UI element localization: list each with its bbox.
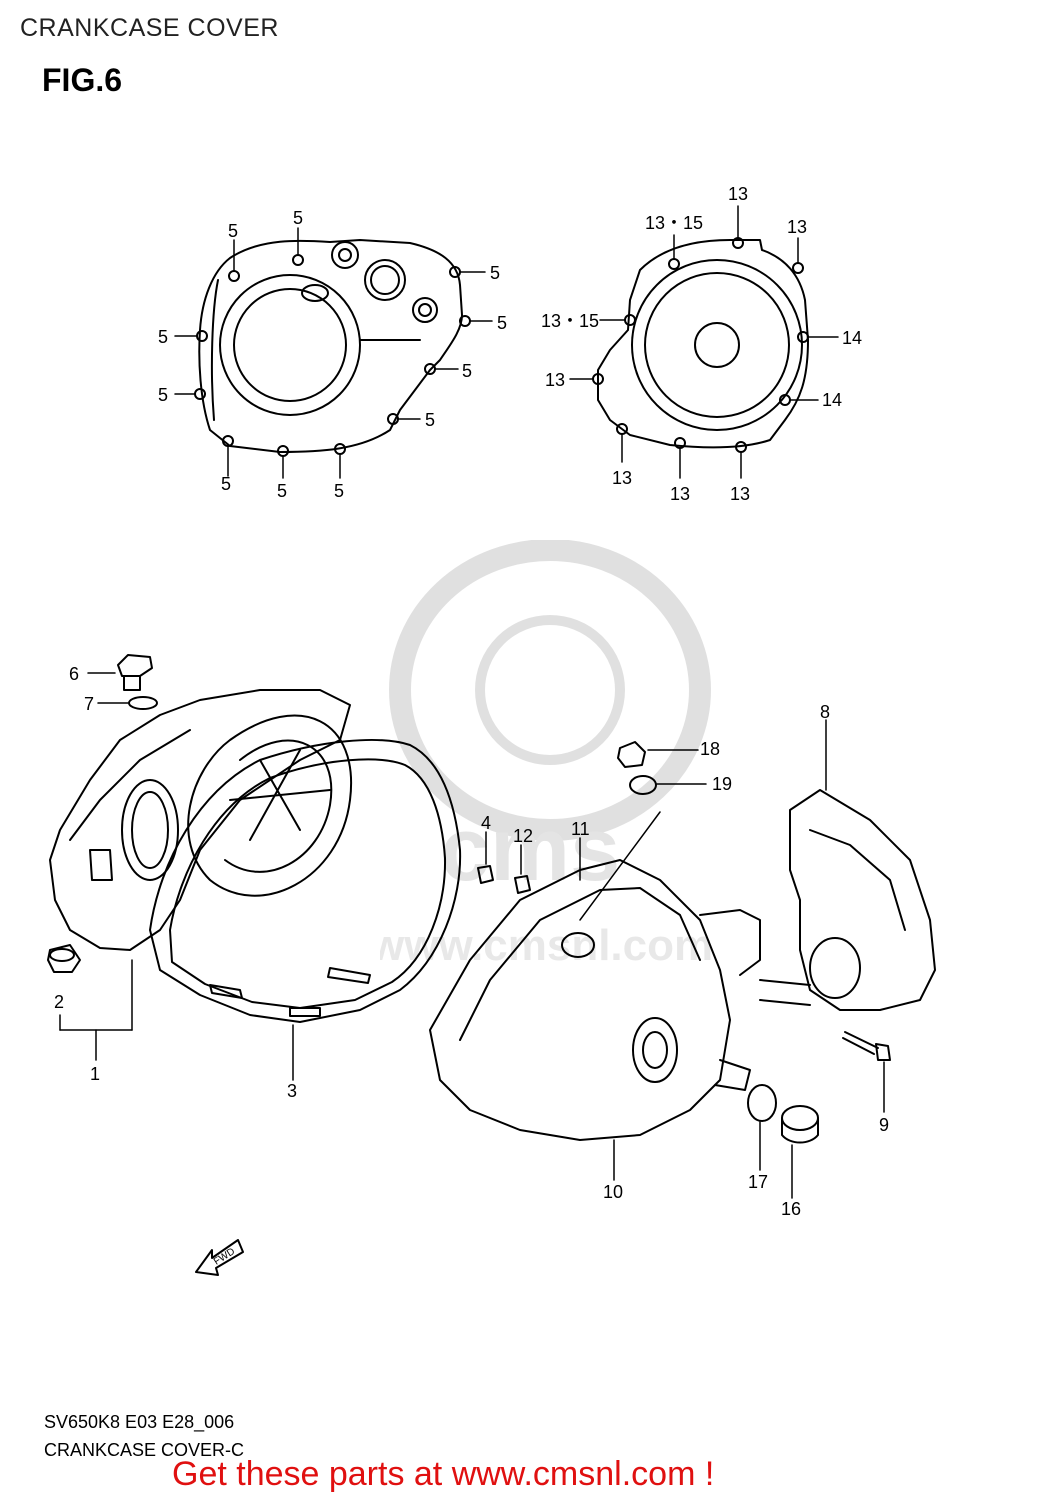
o-ring-17 (747, 1084, 777, 1122)
callout-5: 5 (158, 327, 168, 347)
callout-4: 4 (481, 813, 491, 833)
forward-direction-arrow (195, 1239, 244, 1276)
callout-13: 13 (670, 484, 690, 504)
watermark-url: www.cmsnl.com (380, 921, 713, 970)
plug-2 (47, 944, 81, 973)
dowel-pin-12 (514, 875, 531, 894)
callout-6: 6 (69, 664, 79, 684)
dowel-pin-4 (477, 865, 494, 884)
figure-number: FIG.6 (42, 62, 123, 98)
callout-labels: 5 5 5 5 5 5 5 5 5 5 5 13 13・15 13 13・15 … (54, 184, 889, 1268)
plug-cap-16 (781, 1105, 819, 1144)
callout-7: 7 (84, 694, 94, 714)
callout-11: 11 (571, 819, 590, 839)
callout-14: 14 (822, 390, 842, 410)
bolt-part-9 (842, 1031, 891, 1061)
callout-5: 5 (293, 208, 303, 228)
callout-13: 13 (730, 484, 750, 504)
callout-13: 13 (545, 370, 565, 390)
callout-12: 12 (513, 826, 533, 846)
callout-13: 13 (612, 468, 632, 488)
callout-17: 17 (748, 1172, 768, 1192)
leader-lines-lower (59, 672, 885, 1199)
clutch-cover-gasket-outline (198, 239, 463, 453)
callout-13-15: 13・15 (645, 213, 703, 233)
callout-13: 13 (728, 184, 748, 204)
leader-lines-5 (174, 227, 493, 479)
callout-18: 18 (700, 739, 720, 759)
gasket-bolt-holes-13 (592, 237, 809, 453)
callout-19: 19 (712, 774, 732, 794)
callout-2: 2 (54, 992, 64, 1012)
oil-filler-cap-6 (117, 654, 153, 691)
o-ring-19 (629, 775, 657, 795)
page-header: CRANKCASE COVER (20, 14, 279, 42)
callout-5: 5 (228, 221, 238, 241)
callout-1: 1 (90, 1064, 100, 1084)
generator-cover-part-10 (429, 859, 761, 1141)
callout-13: 13 (787, 217, 807, 237)
cover-gasket-part-3 (149, 739, 462, 1023)
callout-5: 5 (462, 361, 472, 381)
callout-5: 5 (490, 263, 500, 283)
callout-5: 5 (425, 410, 435, 430)
callout-9: 9 (879, 1115, 889, 1135)
callout-5: 5 (277, 481, 287, 501)
callout-5: 5 (497, 313, 507, 333)
fwd-label: FWD (212, 1246, 237, 1268)
diagram-caption: CRANKCASE COVER-C (44, 1440, 245, 1460)
diagram-code: SV650K8 E03 E28_006 (44, 1412, 235, 1432)
bracket-part-8 (759, 789, 936, 1011)
callout-14: 14 (842, 328, 862, 348)
watermark-brand: cms (440, 800, 620, 900)
callout-5: 5 (158, 385, 168, 405)
plug-18 (617, 741, 646, 768)
callout-3: 3 (287, 1081, 297, 1101)
generator-cover-gasket-outline (597, 239, 809, 449)
o-ring-7 (128, 696, 158, 710)
callout-5: 5 (221, 474, 231, 494)
cms-watermark: cms www.cmsnl.com (380, 540, 713, 970)
promo-link[interactable]: Get these parts at www.cmsnl.com ! (172, 1455, 715, 1493)
callout-5: 5 (334, 481, 344, 501)
callout-16: 16 (781, 1199, 801, 1219)
clutch-cover-part-1 (49, 689, 353, 951)
callout-8: 8 (820, 702, 830, 722)
callout-13-15: 13・15 (541, 311, 599, 331)
leader-lines-13 (569, 205, 839, 479)
callout-10: 10 (603, 1182, 623, 1202)
